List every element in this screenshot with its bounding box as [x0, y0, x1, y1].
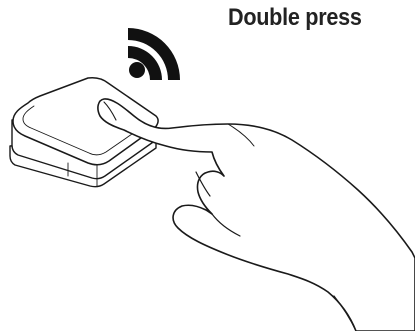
wireless-signal-icon: [128, 28, 180, 80]
pressing-finger-hand: [98, 99, 415, 331]
